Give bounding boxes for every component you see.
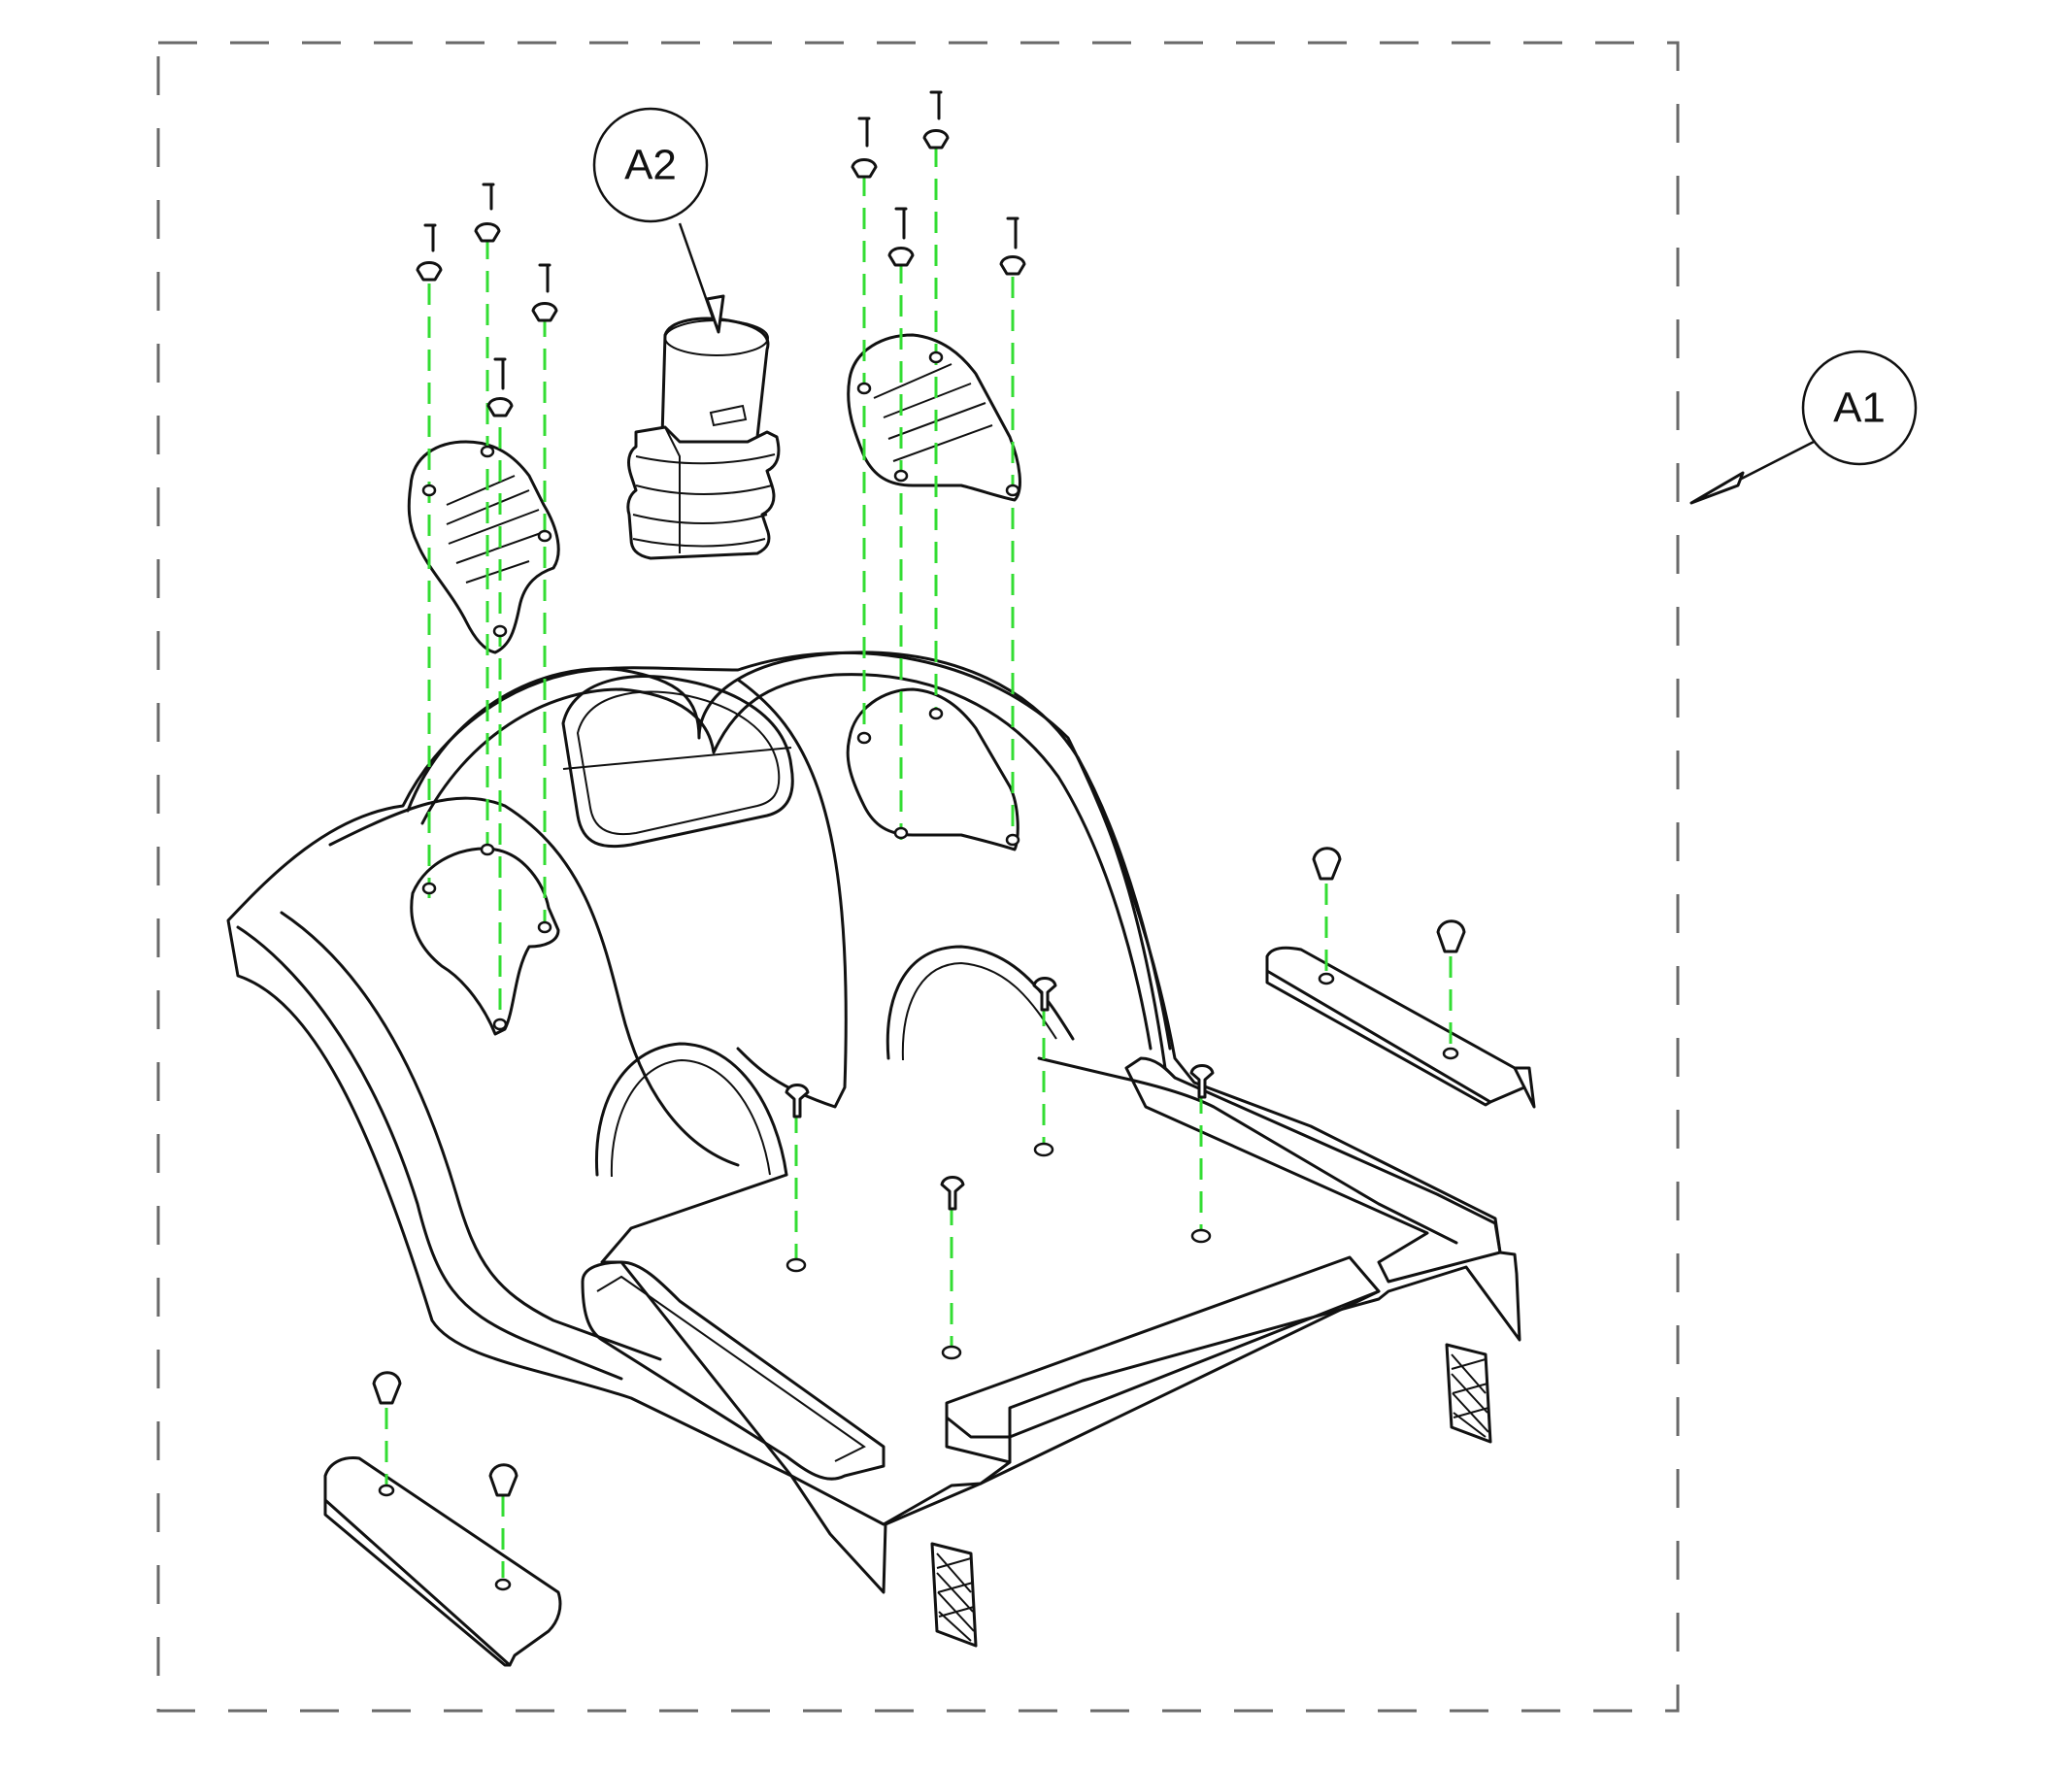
screw-fasteners [372, 90, 1466, 1497]
floor-plate-rear-edge [1037, 1056, 1458, 1245]
shroud-outline [226, 651, 1521, 1594]
dome-inner-edge [420, 673, 1153, 1051]
right-fender-edge [1076, 755, 1177, 1080]
callout-a1-circle [1801, 350, 1918, 466]
callout-a2: A2 [592, 107, 725, 334]
front-ramp-lip [945, 1416, 1012, 1464]
fastener-guide-lines [384, 146, 1453, 1578]
left-bracket [323, 1456, 562, 1667]
left-top-pad [407, 440, 560, 654]
left-fender-inner-edge [280, 911, 662, 1361]
screw-icon [785, 1084, 810, 1118]
console-recess-inner [576, 690, 781, 836]
floor-plate-outline [600, 1173, 1381, 1526]
left-wheel-arch [594, 1042, 788, 1177]
screw-icon [851, 117, 878, 179]
dome-top-edge [406, 651, 1172, 1051]
screw-icon [416, 223, 443, 282]
joystick-boot-part [626, 317, 781, 560]
callout-a1-label: A1 [1833, 384, 1886, 432]
right-wheel-arch-inner [901, 961, 1057, 1061]
right-vent-grille [1445, 1343, 1492, 1444]
callout-a1: A1 [1689, 350, 1918, 505]
screw-icon [486, 357, 514, 417]
screw-icon [922, 90, 950, 150]
screw-icon [940, 1176, 965, 1211]
mounting-holes [378, 350, 1459, 1591]
console-recess-divider [562, 747, 792, 770]
screw-icon [999, 217, 1026, 276]
screw-icon [1032, 977, 1057, 1012]
callout-a2-arrowhead [705, 294, 725, 334]
callout-a2-label: A2 [624, 142, 677, 189]
screw-icon [1312, 847, 1342, 881]
screw-icon [1189, 1064, 1215, 1099]
assembly-boundary-frame [156, 41, 1680, 1713]
body-left-pad-recess [410, 847, 560, 1036]
left-fender-top-edge [328, 796, 740, 1167]
callout-a1-arrowhead [1689, 471, 1745, 505]
shroud-center-crease [736, 678, 848, 1109]
screw-icon [474, 183, 501, 243]
right-floor-rail [1124, 1056, 1502, 1284]
screw-icon [887, 207, 915, 267]
body-right-pad-recess [846, 687, 1019, 851]
left-fender-edge [236, 925, 623, 1381]
left-floor-rail [581, 1260, 886, 1481]
screw-icon [531, 263, 558, 322]
left-vent-grille [930, 1542, 978, 1648]
screw-icon [372, 1371, 402, 1405]
left-floor-rail-inner [596, 1275, 866, 1462]
screw-icon [488, 1463, 518, 1497]
callout-a2-circle [592, 107, 709, 223]
right-bracket [1265, 946, 1536, 1109]
right-top-pad [847, 333, 1021, 502]
left-wheel-arch-inner [610, 1058, 771, 1178]
screw-icon [1436, 919, 1466, 953]
shroud-body [226, 651, 1521, 1648]
